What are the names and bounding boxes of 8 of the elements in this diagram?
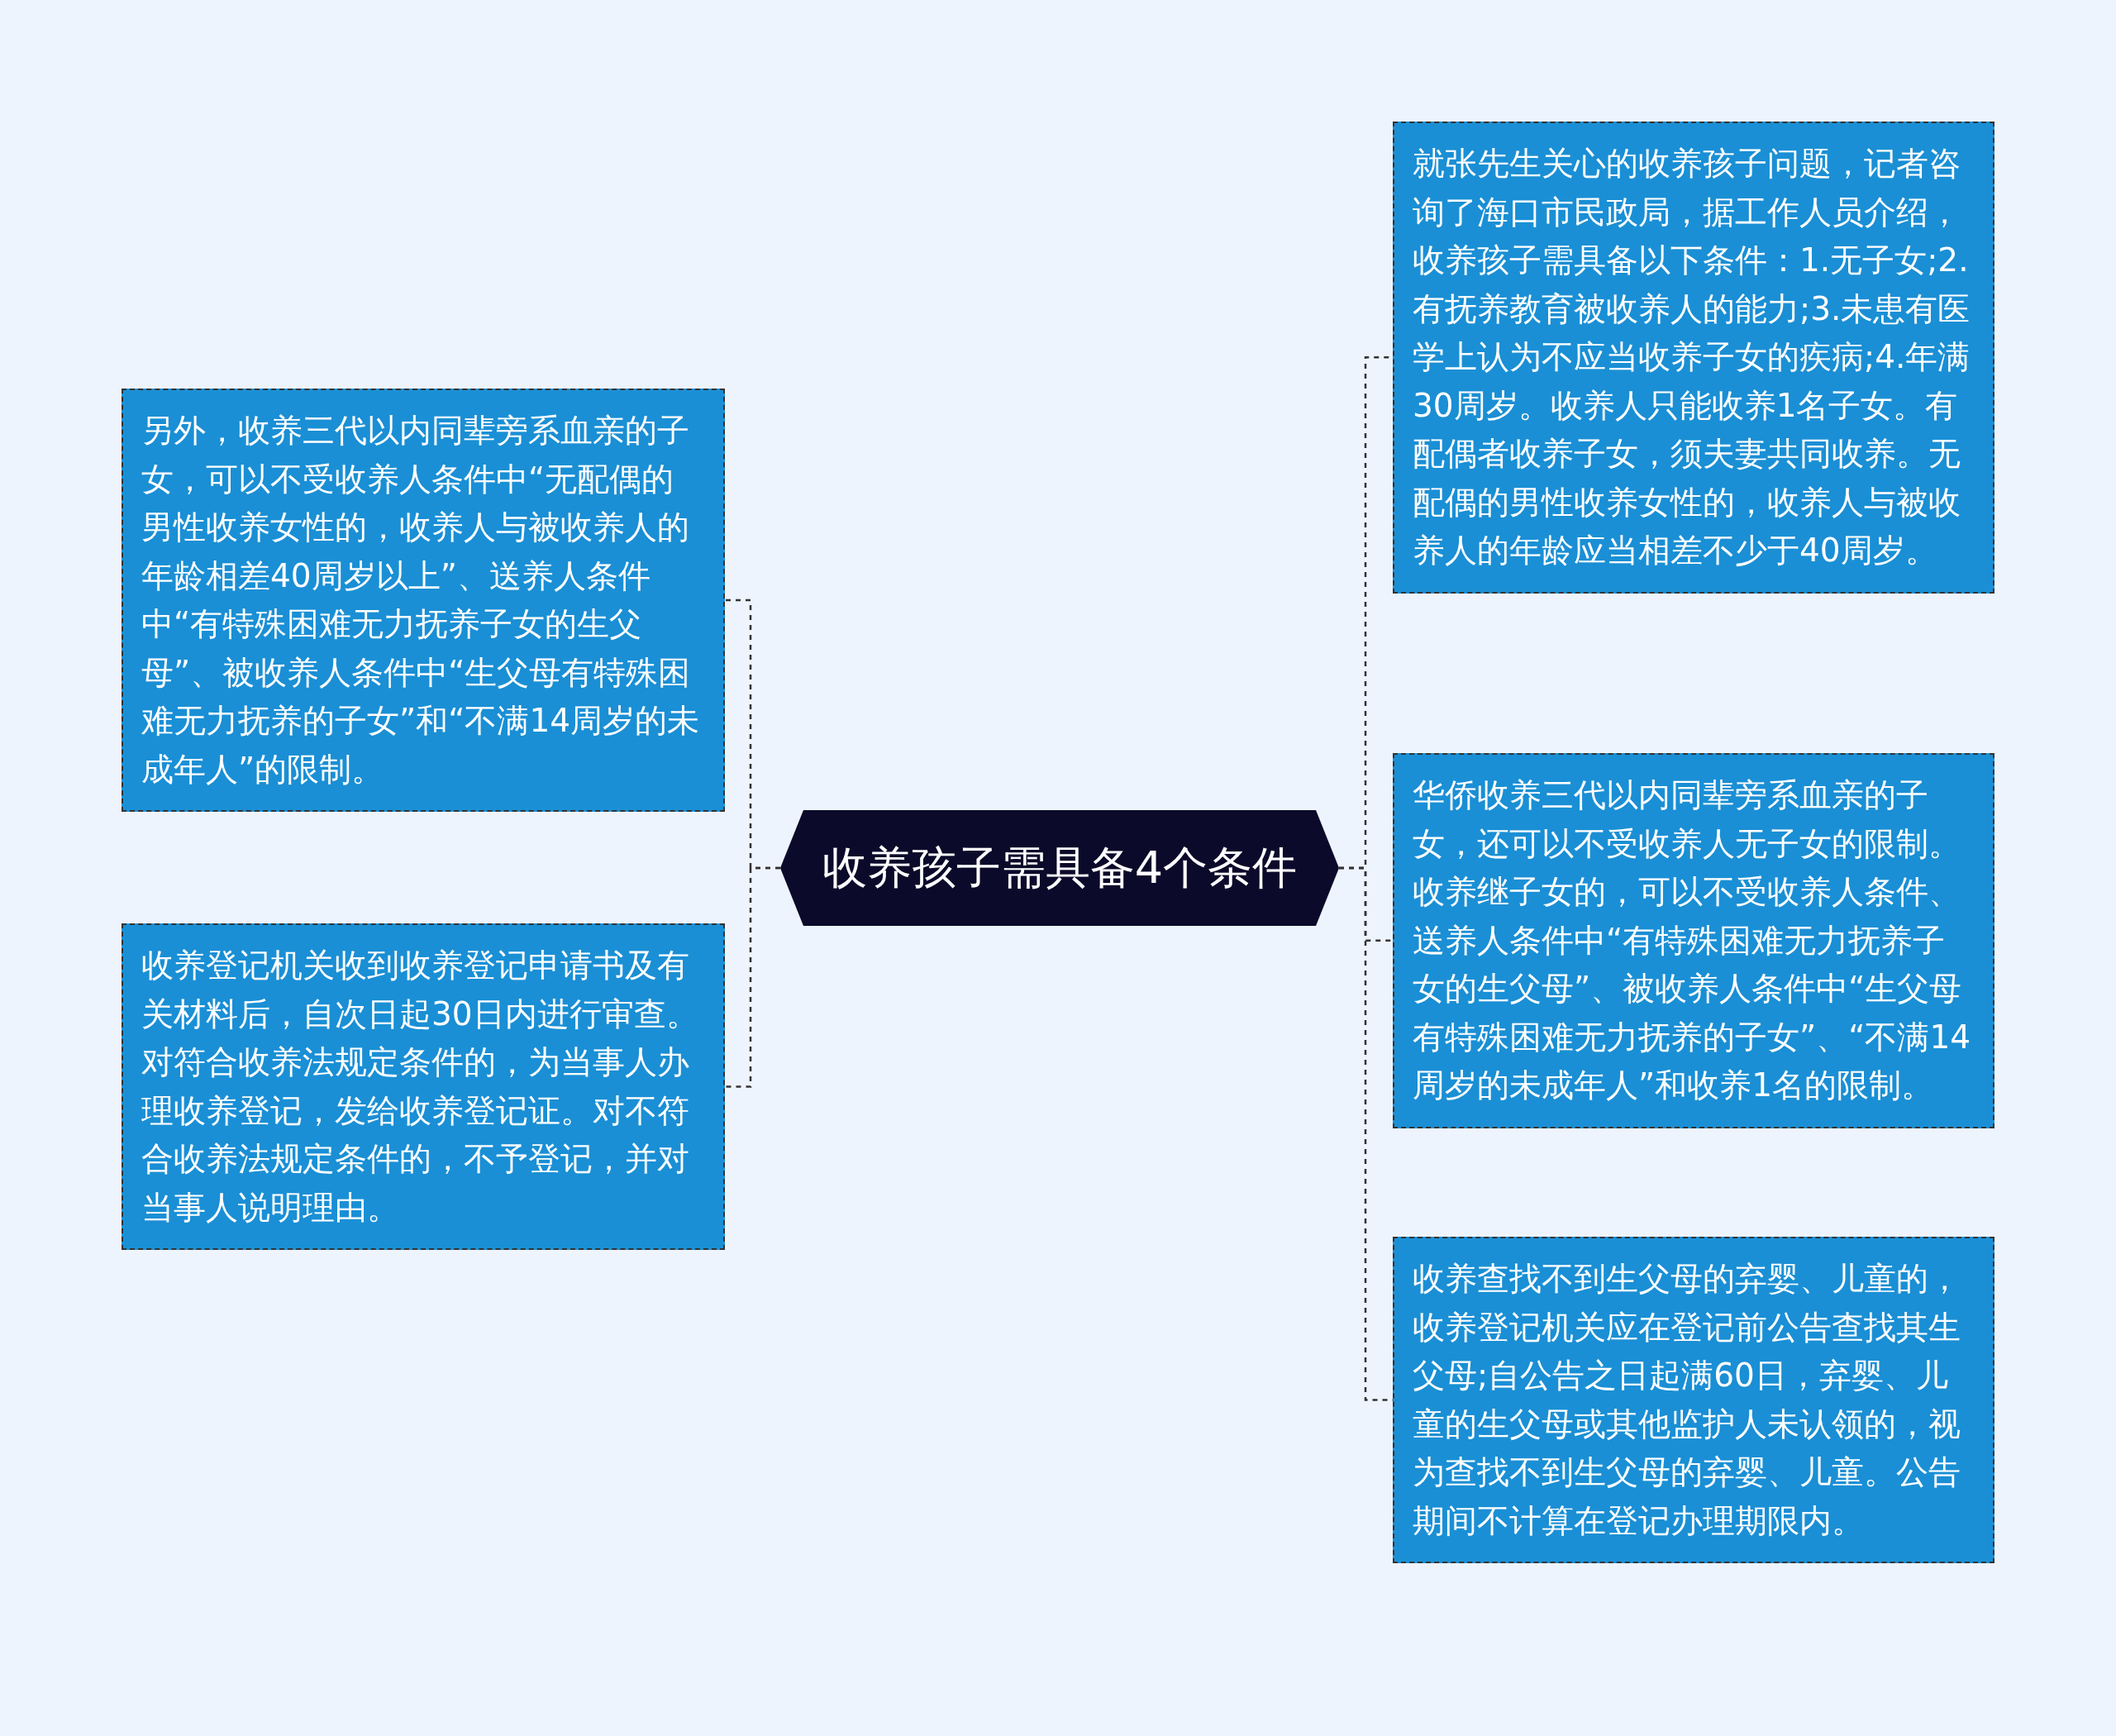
topic-title: 收养孩子需具备4个条件 [822, 840, 1298, 895]
topic-hexagon [780, 810, 1339, 926]
text-card: 收养查找不到生父母的弃婴、儿童的，收养登记机关应在登记前公告查找其生父母;自公告之日起满60日，弃婴、儿童的生父母或其他监护人未认领的，视为查找不到生父母的弃婴、儿童。公告期间不计算在登记办理期限内。 [1393, 1237, 1994, 1563]
text-card: 另外，收养三代以内同辈旁系血亲的子女，可以不受收养人条件中“无配偶的男性收养女性的，收养人与被收养人的年龄相差40周岁以上”、送养人条件中“有特殊困难无力抚养子女的生父母”、被收养人条件中“生父母有特殊困难无力抚养的子女”和“不满14周岁的未成年人”的限制。 [122, 389, 725, 812]
connector-line [725, 866, 780, 1088]
text-card: 华侨收养三代以内同辈旁系血亲的子女，还可以不受收养人无子女的限制。收养继子女的，可以不受收养人条件、送养人条件中“有特殊困难无力抚养子女的生父母”、被收养人条件中“生父母有特殊困难无力抚养的子女”、“不满14周岁的未成年人”和收养1名的限制。 [1393, 753, 1994, 1128]
text-card: 就张先生关心的收养孩子问题，记者咨询了海口市民政局，据工作人员介绍，收养孩子需具备以下条件：1.无子女;2.有抚养教育被收养人的能力;3.未患有医学上认为不应当收养子女的疾病;4.年满30周岁。收养人只能收养1名子女。有配偶者收养子女，须夫妻共同收养。无配偶的男性收养女性的，收养人与被收养人的年龄应当相差不少于40周岁。 [1393, 122, 1994, 594]
text-card: 收养登记机关收到收养登记申请书及有关材料后，自次日起30日内进行审查。对符合收养法规定条件的，为当事人办理收养登记，发给收养登记证。对不符合收养法规定条件的，不予登记，并对当事人说明理由。 [122, 923, 725, 1250]
